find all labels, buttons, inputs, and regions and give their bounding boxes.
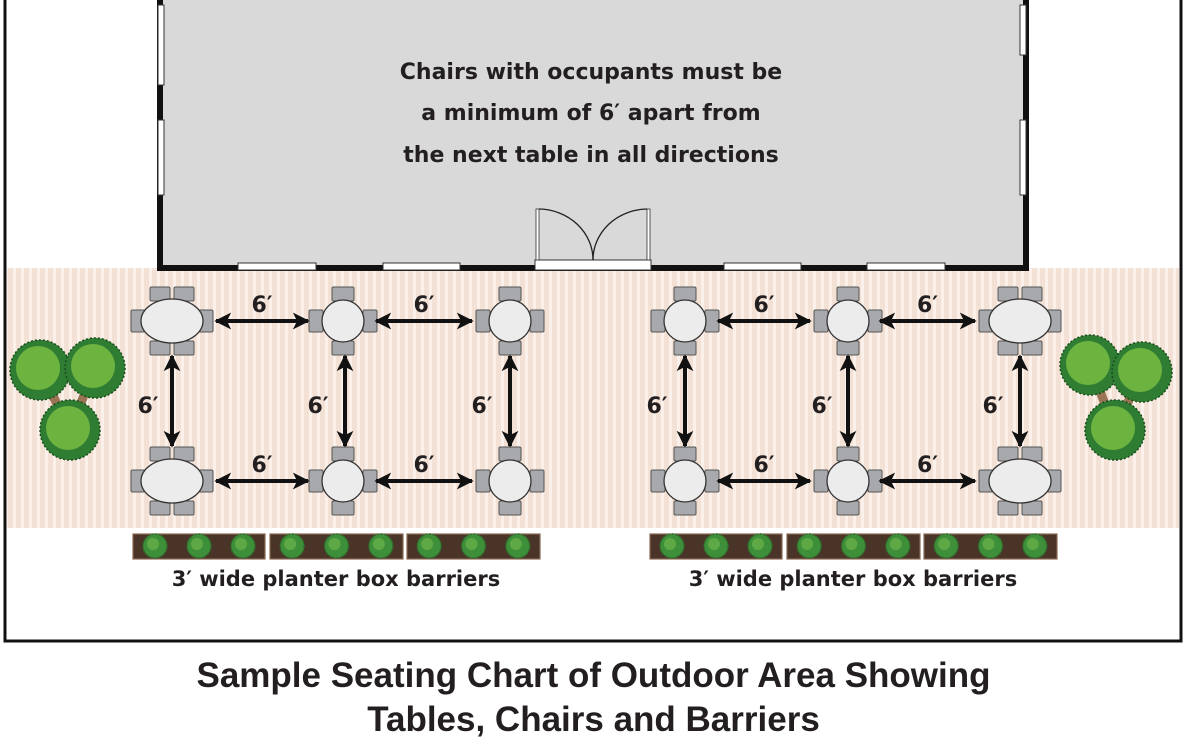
round-table xyxy=(663,459,707,503)
round-table-with-4-chairs xyxy=(475,286,545,356)
oval-table xyxy=(988,298,1052,344)
oval-table-with-6-chairs xyxy=(130,286,214,356)
tree-cluster xyxy=(1059,334,1173,461)
chair-icon xyxy=(836,286,860,302)
chair-icon xyxy=(331,446,355,462)
windows xyxy=(157,4,1027,271)
round-table-with-4-chairs xyxy=(308,446,378,516)
window xyxy=(1019,119,1027,196)
distance-label: 6′ xyxy=(753,453,774,478)
seating-diagram: Chairs with occupants must be a minimum … xyxy=(3,0,1183,643)
distance-label: 6′ xyxy=(307,394,328,419)
round-table-with-4-chairs xyxy=(650,286,720,356)
planter-box xyxy=(786,533,921,560)
round-table xyxy=(321,299,365,343)
chair-icon xyxy=(308,469,324,493)
distance-label: 6′ xyxy=(753,293,774,318)
window xyxy=(157,119,165,196)
window xyxy=(866,262,946,271)
chair-icon xyxy=(813,309,829,333)
round-table-with-4-chairs xyxy=(813,446,883,516)
distance-label: 6′ xyxy=(413,453,434,478)
distance-label: 6′ xyxy=(137,394,158,419)
chair-icon xyxy=(836,500,860,516)
spacing-rule-line-2: a minimum of 6′ apart from xyxy=(421,101,760,126)
chair-icon xyxy=(813,469,829,493)
planter-box xyxy=(269,533,404,560)
oval-table-with-6-chairs xyxy=(978,286,1062,356)
window xyxy=(723,262,802,271)
planter-box xyxy=(649,533,783,560)
oval-table xyxy=(140,458,204,504)
chair-icon xyxy=(475,309,491,333)
distance-arrows: 6′ 6′ 6′ 6′ 6′ 6′ 6′ 6′ 6′ 6′ 6′ 6′ 6′ 6′ xyxy=(137,293,1029,490)
chair-icon xyxy=(498,446,522,462)
distance-label: 6′ xyxy=(413,293,434,318)
distance-label: 6′ xyxy=(646,394,667,419)
chair-icon xyxy=(308,309,324,333)
oval-table-with-6-chairs xyxy=(130,446,214,516)
round-table xyxy=(826,459,870,503)
chair-icon xyxy=(331,340,355,356)
building: Chairs with occupants must be a minimum … xyxy=(157,0,1029,271)
chair-icon xyxy=(867,469,883,493)
chair-icon xyxy=(673,286,697,302)
chair-icon xyxy=(673,500,697,516)
chair-icon xyxy=(498,500,522,516)
chair-icon xyxy=(362,469,378,493)
oval-table xyxy=(140,298,204,344)
chair-icon xyxy=(673,340,697,356)
distance-label: 6′ xyxy=(917,453,938,478)
chair-icon xyxy=(836,446,860,462)
chair-icon xyxy=(498,286,522,302)
distance-label: 6′ xyxy=(811,394,832,419)
planter-box xyxy=(406,533,541,560)
round-table xyxy=(488,459,532,503)
round-table xyxy=(663,299,707,343)
chair-icon xyxy=(529,309,545,333)
chair-icon xyxy=(704,309,720,333)
distance-label: 6′ xyxy=(471,394,492,419)
tables xyxy=(130,286,1062,516)
round-table-with-4-chairs xyxy=(650,446,720,516)
planter-label-right: 3′ wide planter box barriers xyxy=(689,567,1017,591)
planter-boxes xyxy=(132,533,1058,560)
caption-line-2: Tables, Chairs and Barriers xyxy=(367,700,820,739)
planter-label-left: 3′ wide planter box barriers xyxy=(172,567,500,591)
chair-icon xyxy=(704,469,720,493)
distance-label: 6′ xyxy=(251,293,272,318)
chair-icon xyxy=(362,309,378,333)
chair-icon xyxy=(498,340,522,356)
round-table xyxy=(488,299,532,343)
round-table-with-4-chairs xyxy=(475,446,545,516)
chair-icon xyxy=(836,340,860,356)
chair-icon xyxy=(867,309,883,333)
trees xyxy=(9,334,1173,461)
oval-table-with-6-chairs xyxy=(978,446,1062,516)
distance-label: 6′ xyxy=(251,453,272,478)
planter-box xyxy=(132,533,266,560)
chair-icon xyxy=(673,446,697,462)
distance-label: 6′ xyxy=(982,394,1003,419)
window xyxy=(382,262,461,271)
tree-cluster xyxy=(9,337,126,461)
window xyxy=(157,4,165,86)
chair-icon xyxy=(650,469,666,493)
spacing-rule-line-1: Chairs with occupants must be xyxy=(400,60,782,85)
window xyxy=(237,262,317,271)
caption-line-1: Sample Seating Chart of Outdoor Area Sho… xyxy=(196,656,991,695)
round-table xyxy=(321,459,365,503)
double-door xyxy=(534,208,652,271)
oval-table xyxy=(988,458,1052,504)
distance-label: 6′ xyxy=(917,293,938,318)
chair-icon xyxy=(475,469,491,493)
spacing-rule-line-3: the next table in all directions xyxy=(403,143,778,168)
planter-box xyxy=(923,533,1058,560)
chair-icon xyxy=(331,500,355,516)
chair-icon xyxy=(331,286,355,302)
chair-icon xyxy=(650,309,666,333)
window xyxy=(1019,4,1027,56)
round-table xyxy=(826,299,870,343)
chair-icon xyxy=(529,469,545,493)
